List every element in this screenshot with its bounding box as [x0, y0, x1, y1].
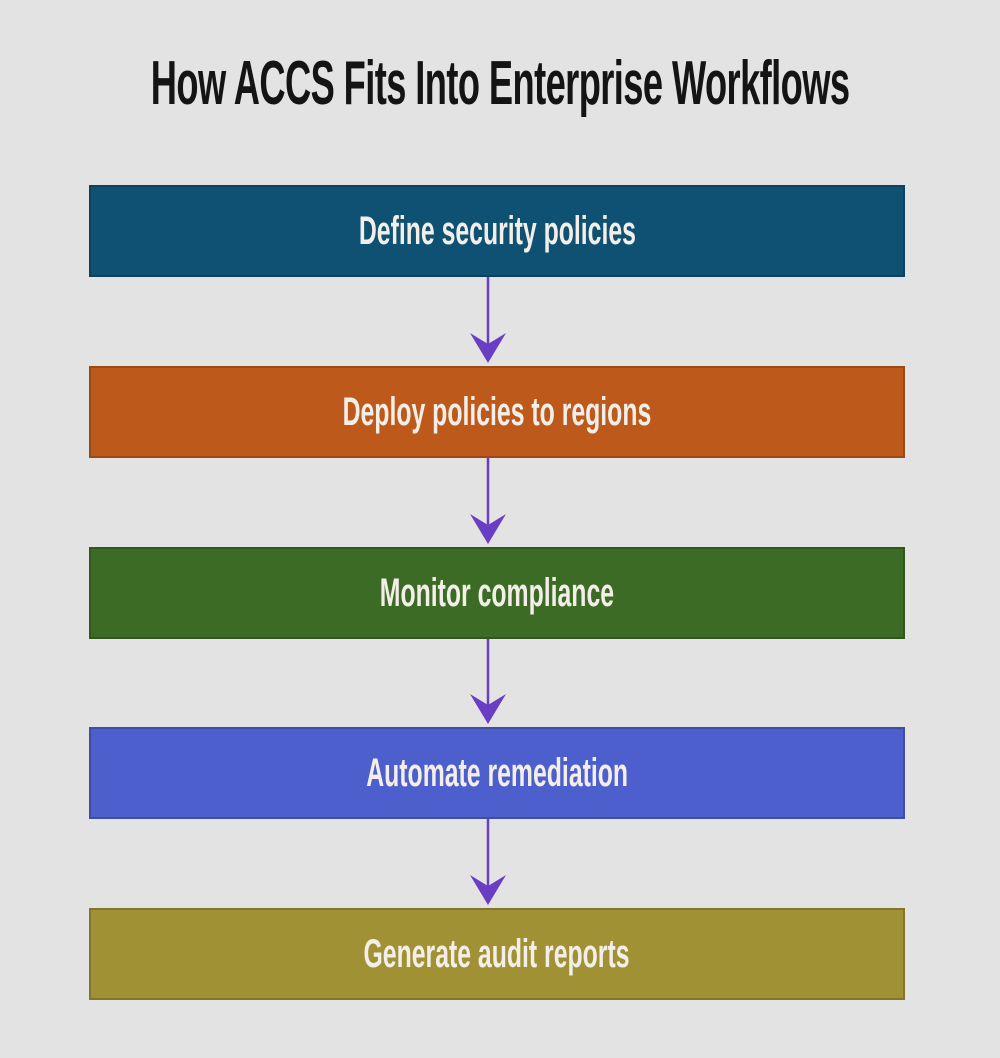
- flow-step: Generate audit reports: [89, 908, 905, 1000]
- diagram-title: How ACCS Fits Into Enterprise Workflows: [0, 48, 1000, 118]
- down-arrow-icon: [468, 458, 508, 547]
- flow-step: Deploy policies to regions: [89, 366, 905, 458]
- flow-step-label: Automate remediation: [366, 750, 628, 795]
- flow-step-label: Define security policies: [358, 208, 636, 253]
- flow-step: Define security policies: [89, 185, 905, 277]
- down-arrow-icon: [468, 819, 508, 908]
- down-arrow-icon: [468, 639, 508, 727]
- down-arrow-icon: [468, 277, 508, 366]
- diagram-title-text: How ACCS Fits Into Enterprise Workflows: [150, 48, 850, 118]
- flow-step-label: Deploy policies to regions: [342, 389, 652, 434]
- flow-step: Monitor compliance: [89, 547, 905, 639]
- flow-step-label: Monitor compliance: [379, 570, 615, 615]
- flow-step-label: Generate audit reports: [363, 931, 630, 976]
- flow-step: Automate remediation: [89, 727, 905, 819]
